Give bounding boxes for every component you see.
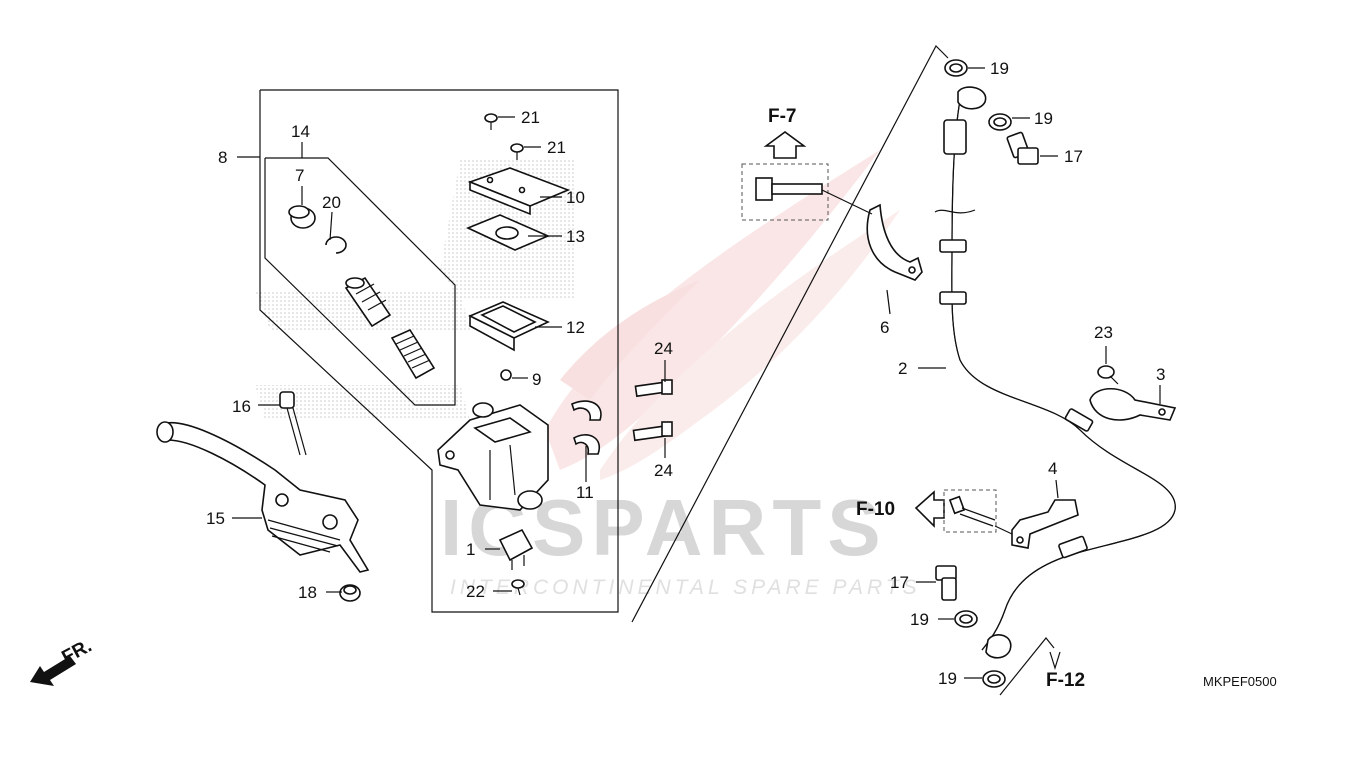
callout-2: 2	[898, 359, 907, 378]
screw-21a	[484, 113, 498, 130]
washer-19d	[982, 670, 1006, 688]
bolt-24b	[632, 421, 673, 442]
callout-20: 20	[322, 193, 341, 212]
washer-19c	[954, 610, 978, 628]
bolt-f7	[755, 177, 823, 201]
callout-7: 7	[295, 166, 304, 185]
callout-3: 3	[1156, 365, 1165, 384]
callout-12: 12	[566, 318, 585, 337]
callout-8: 8	[218, 148, 227, 167]
pivot-bolt-16	[279, 391, 307, 456]
ref-box-f7	[741, 163, 829, 221]
washer-19a	[944, 59, 968, 77]
callout-22: 22	[466, 582, 485, 601]
nut-18	[339, 584, 361, 602]
front-direction-arrow	[30, 656, 76, 686]
group-outline-hose	[631, 45, 949, 623]
group-outline-8	[259, 89, 619, 613]
leader-f7-bracket	[821, 189, 873, 215]
leader-f10-bracket	[994, 525, 1013, 535]
callout-19-d: 19	[938, 669, 957, 688]
banjo-bolt-17a	[1006, 131, 1039, 165]
ref-arrow-f12	[1049, 651, 1061, 671]
bolt-24a	[634, 379, 673, 398]
master-cylinder-body	[437, 402, 549, 511]
bolt-23	[1097, 365, 1119, 385]
ref-line-f12	[999, 637, 1055, 696]
callout-4: 4	[1048, 459, 1057, 478]
callout-24-a: 24	[654, 339, 673, 358]
diaphragm-12	[468, 301, 550, 352]
piston-14	[344, 276, 392, 328]
callout-15: 15	[206, 509, 225, 528]
bolt-f10	[948, 495, 996, 527]
brake-switch-1	[498, 528, 534, 570]
group-outline-14	[264, 157, 456, 406]
circlip-20	[325, 236, 347, 254]
washer-19b	[988, 113, 1012, 131]
clamp-4	[1011, 499, 1079, 549]
callout-14: 14	[291, 122, 310, 141]
callout-9: 9	[532, 370, 541, 389]
callout-24-b: 24	[654, 461, 673, 480]
diagram-code: MKPEF0500	[1203, 674, 1277, 689]
holder-11	[571, 400, 602, 455]
screw-22	[511, 579, 525, 596]
bracket-6	[866, 203, 923, 281]
watermark-wing-logo	[545, 150, 900, 480]
callout-13: 13	[566, 227, 585, 246]
callout-18: 18	[298, 583, 317, 602]
ref-label-f10: F-10	[856, 499, 895, 520]
callout-17-b: 17	[890, 573, 909, 592]
callout-21-a: 21	[521, 108, 540, 127]
ref-arrow-f10	[914, 490, 945, 528]
watermark-tagline: INTERCONTINENTAL SPARE PARTS	[450, 576, 921, 599]
callout-16: 16	[232, 397, 251, 416]
clamp-3	[1089, 387, 1177, 421]
clip-9	[500, 369, 512, 381]
callout-19-a: 19	[990, 59, 1009, 78]
callout-19-b: 19	[1034, 109, 1053, 128]
leader-lines	[232, 67, 1161, 679]
ref-label-f12: F-12	[1046, 670, 1085, 691]
brake-hose-2	[934, 86, 1176, 659]
callout-6: 6	[880, 318, 889, 337]
callout-19-c: 19	[910, 610, 929, 629]
brake-lever-15	[156, 421, 370, 573]
banjo-bolt-17b	[935, 565, 957, 601]
ref-box-f10	[943, 489, 997, 533]
callout-1: 1	[466, 540, 475, 559]
boot-7	[288, 205, 316, 229]
callout-10: 10	[566, 188, 585, 207]
ref-label-f7: F-7	[768, 106, 797, 127]
ref-arrow-f7	[763, 131, 807, 159]
callout-21-b: 21	[547, 138, 566, 157]
spring-14	[390, 328, 436, 380]
callout-23: 23	[1094, 323, 1113, 342]
screw-21b	[510, 143, 524, 160]
callout-17-a: 17	[1064, 147, 1083, 166]
callout-11: 11	[576, 483, 594, 502]
